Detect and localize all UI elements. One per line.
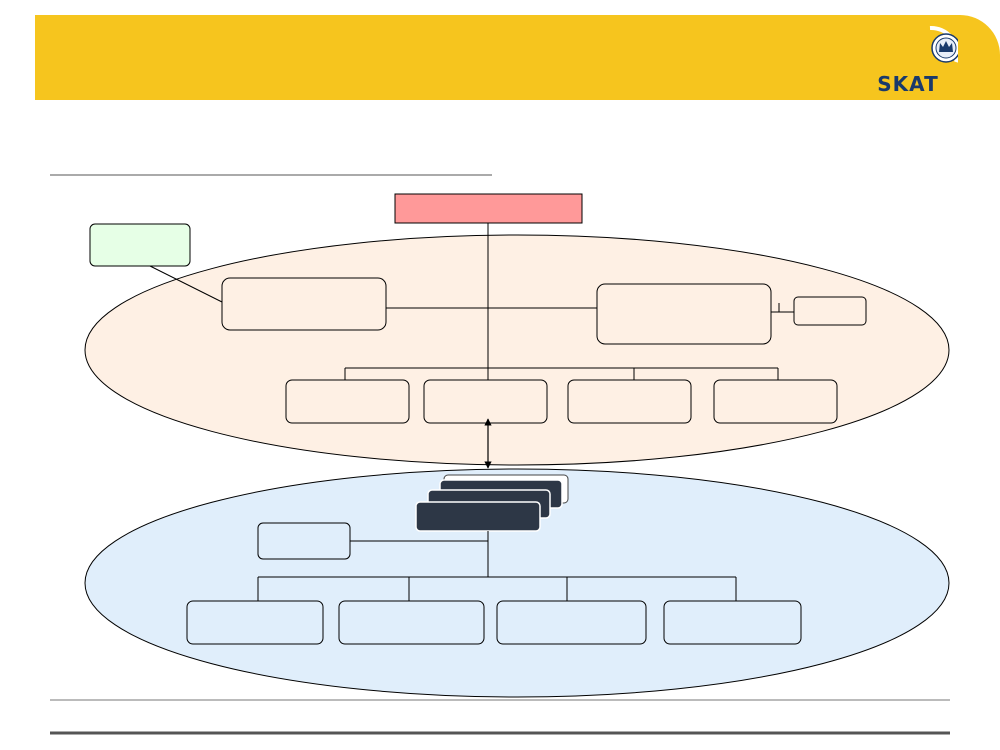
top-box [394, 193, 583, 224]
note-connector [149, 265, 223, 303]
upper-row-box-4 [713, 379, 838, 424]
crown-seal-icon [929, 25, 961, 63]
lower-row-box-2 [338, 600, 485, 645]
skat-wordmark: SKAT [877, 72, 939, 96]
lower-row-box-3 [496, 600, 647, 645]
lower-side-box [257, 522, 351, 560]
lower-row-box-4 [663, 600, 802, 645]
lower-row-box-1 [186, 600, 324, 645]
skat-logo: SKAT [858, 22, 961, 96]
upper-right-box [596, 283, 772, 345]
upper-row-box-1 [285, 379, 410, 424]
upper-row-box-3 [567, 379, 692, 424]
upper-row-box-2 [423, 379, 548, 424]
stack-layer-1 [415, 501, 541, 532]
upper-left-box [221, 277, 387, 331]
small-right-box [793, 296, 867, 326]
left-note-box [89, 223, 191, 267]
upper-ellipse [84, 234, 950, 466]
header-banner [35, 15, 1000, 100]
